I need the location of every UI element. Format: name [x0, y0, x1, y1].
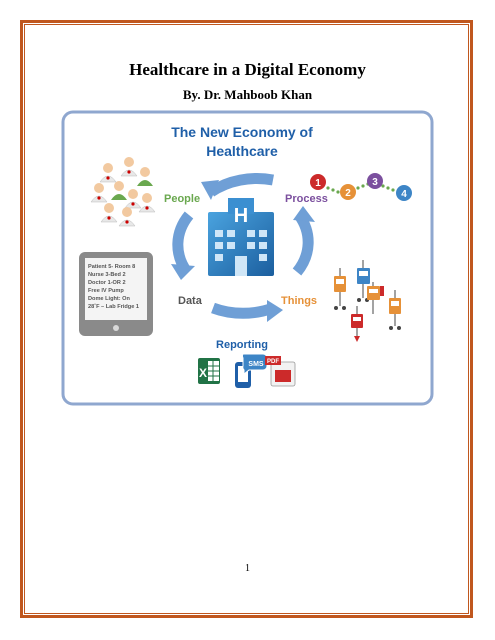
- label-process: Process: [285, 193, 328, 205]
- step-4-label: 4: [401, 189, 407, 200]
- step-1-badge: [310, 174, 326, 190]
- hospital-icon: H: [208, 198, 274, 276]
- iv-pump-5: [351, 306, 363, 342]
- process-steps: 1 2 3 4: [310, 173, 412, 201]
- page-number: 1: [245, 563, 250, 574]
- person-icon: [99, 163, 117, 183]
- excel-icon: X: [198, 358, 220, 384]
- document-title: Healthcare in a Digital Economy: [129, 60, 366, 79]
- arrow-top: [207, 173, 275, 197]
- cycle-arrowheads: [171, 180, 315, 322]
- step-3-badge: [367, 173, 383, 189]
- pdf-icon: PDF: [265, 356, 296, 387]
- tablet-line-6: 28˚F – Lab Fridge 1: [88, 303, 139, 310]
- healthcare-economy-figure: The New Economy of Healthcare H People P…: [61, 110, 434, 406]
- sms-icon: SMS: [235, 353, 268, 388]
- step-3-label: 3: [372, 177, 378, 188]
- step-2-label: 2: [345, 188, 351, 199]
- excel-letter: X: [199, 366, 207, 380]
- page-border: [20, 20, 473, 618]
- tablet-line-5: Dome Light: On: [88, 296, 131, 302]
- step-1-label: 1: [315, 178, 321, 189]
- arrow-bottom: [211, 302, 275, 319]
- tablet-line-4: Free IV Pump: [88, 288, 124, 294]
- sms-label: SMS: [248, 361, 264, 368]
- document-author: By. Dr. Mahboob Khan: [182, 87, 313, 102]
- iv-pump-3: [367, 282, 384, 314]
- figure-title-line2: Healthcare: [206, 143, 278, 159]
- step-4-badge: [396, 185, 412, 201]
- label-data: Data: [178, 295, 203, 307]
- pdf-label: PDF: [267, 359, 279, 365]
- label-people: People: [164, 193, 200, 205]
- tablet-line-3: Doctor 1-OR 2: [88, 280, 126, 286]
- hospital-letter: H: [234, 205, 248, 227]
- tablet-line-2: Nurse 3-Bed 2: [88, 272, 126, 278]
- tablet-line-1: Patient 5- Room 8: [88, 264, 135, 270]
- figure-title-line1: The New Economy of: [171, 124, 313, 140]
- iv-pumps-icon: [334, 260, 401, 342]
- tablet-icon: Patient 5- Room 8 Nurse 3-Bed 2 Doctor 1…: [79, 252, 153, 336]
- page-border-inner: [24, 24, 469, 614]
- iv-pump-1: [334, 268, 346, 310]
- iv-pump-4: [389, 290, 401, 330]
- people-group-icon: [90, 157, 156, 227]
- label-reporting: Reporting: [216, 339, 268, 351]
- step-2-badge: [340, 184, 356, 200]
- label-things: Things: [281, 295, 317, 307]
